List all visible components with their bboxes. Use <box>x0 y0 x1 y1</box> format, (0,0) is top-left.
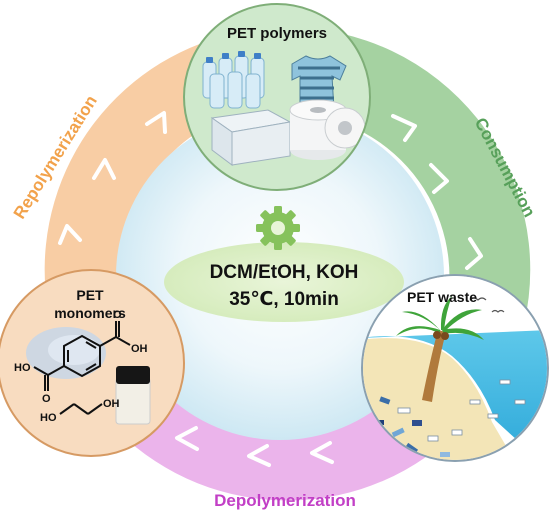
stage-label-pet-waste: PET waste <box>407 289 477 305</box>
bottles-image <box>202 51 265 109</box>
label-depolymerization: Depolymerization <box>214 491 356 510</box>
chevron-icon <box>247 444 271 467</box>
stage-label-pet-monomers-line2: monomers <box>54 305 126 321</box>
stage-label-pet-polymers: PET polymers <box>227 25 327 42</box>
chevron-icon <box>310 441 334 464</box>
film-rolls-image <box>289 99 366 160</box>
depolymerization-arrows <box>175 426 334 467</box>
ethylene-glycol-structure <box>59 403 103 415</box>
terephthalic-acid-structure <box>33 321 131 391</box>
chevron-icon <box>175 426 199 451</box>
stage-pet-monomers: PET monomers O OH O HO HO OH <box>0 269 185 457</box>
repolymerization-arrows <box>58 111 167 245</box>
tshirt-image <box>291 55 347 111</box>
center-condition-line2: 35℃, 10min <box>229 289 339 310</box>
chem-label-ho-left: HO <box>14 362 31 374</box>
consumption-arrows <box>391 114 483 270</box>
chem-label-glycol-oh: OH <box>103 398 120 410</box>
chevron-icon <box>58 224 82 245</box>
stage-pet-polymers: PET polymers <box>183 3 371 191</box>
chem-label-o-bottom: O <box>42 393 51 405</box>
center-condition-line1: DCM/EtOH, KOH <box>210 262 359 283</box>
chem-label-oh-top: OH <box>131 343 148 355</box>
stage-label-pet-monomers-line1: PET <box>76 287 104 303</box>
glycol-vial-image <box>115 366 151 425</box>
chevron-icon <box>465 237 483 270</box>
chevron-icon <box>145 111 167 134</box>
chevron-icon <box>429 163 449 194</box>
chevron-icon <box>391 114 417 142</box>
chem-label-o-top: O <box>113 309 122 321</box>
chevron-icon <box>92 158 116 180</box>
center-condition-blob <box>164 242 404 322</box>
gear-icon <box>256 206 300 250</box>
plastic-box-image <box>210 109 292 166</box>
plastic-debris-image <box>376 379 526 457</box>
palm-tree-image <box>422 330 446 402</box>
chem-label-glycol-ho: HO <box>40 412 57 424</box>
stage-pet-waste: PET waste <box>361 274 549 462</box>
